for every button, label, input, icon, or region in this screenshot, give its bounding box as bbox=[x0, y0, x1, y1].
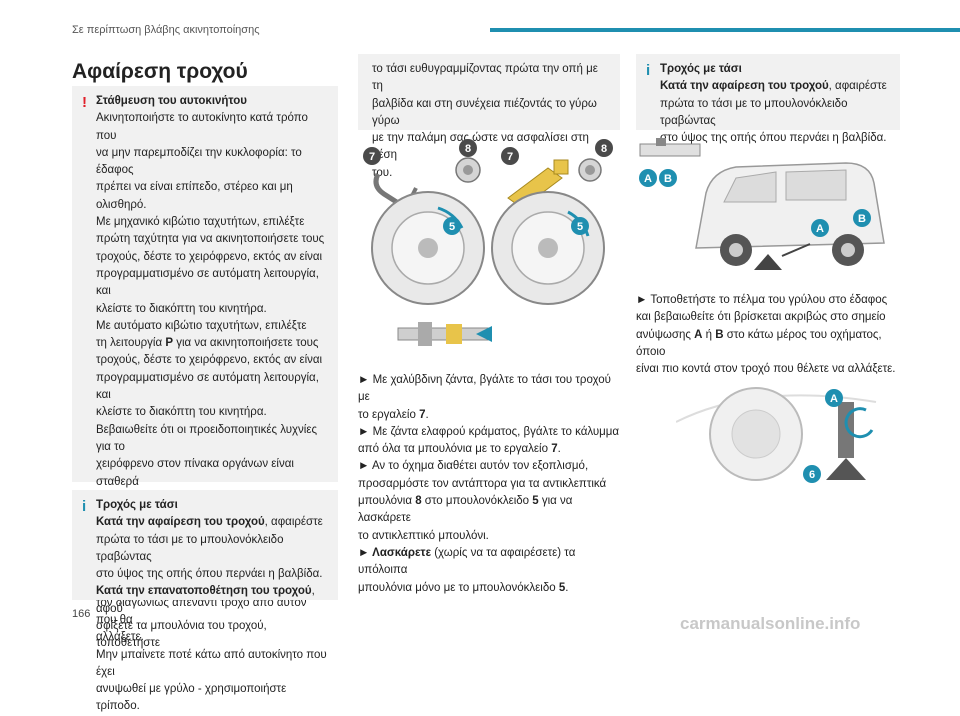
warning-line: πρέπει να είναι επίπεδο, στέρεο και μη ο… bbox=[96, 181, 293, 211]
warning-line: τροχούς, δέστε το χειρόφρενο, εκτός αν ε… bbox=[96, 250, 323, 263]
jack-under-wheel-illustration: A 6 bbox=[676, 387, 877, 483]
svg-text:6: 6 bbox=[809, 469, 815, 481]
info-line: Κατά την αφαίρεση του τροχού, αφαιρέστε bbox=[96, 516, 323, 529]
lug-nut bbox=[455, 157, 481, 183]
info-line: στο ύψος της οπής όπου περνάει η βαλβίδα… bbox=[660, 132, 887, 145]
warning-line: ανυψωθεί με γρύλο - χρησιμοποιήστε τρίπο… bbox=[96, 683, 287, 713]
svg-text:A: A bbox=[644, 173, 652, 185]
warning-line: τροχούς, δέστε το χειρόφρενο, εκτός αν ε… bbox=[96, 354, 323, 367]
label-A: A bbox=[811, 219, 829, 237]
lug-nut bbox=[578, 158, 602, 182]
info-title: Τροχός με τάσι bbox=[660, 63, 742, 75]
svg-text:A: A bbox=[830, 393, 838, 405]
steps-right: ► Τοποθετήστε το πέλμα του γρύλου στο έδ… bbox=[636, 294, 896, 376]
info-line: πρώτα το τάσι με το μπουλονόκλειδο τραβώ… bbox=[660, 97, 848, 127]
warning-line: χειρόφρενο στον πίνακα οργάνων είναι στα… bbox=[96, 458, 294, 488]
svg-text:A: A bbox=[816, 223, 824, 235]
warning-line: κλείστε το διακόπτη του κινητήρα. bbox=[96, 406, 267, 419]
info-line: στο ύψος της οπής όπου περνάει η βαλβίδα… bbox=[96, 568, 323, 581]
label-5: 5 bbox=[443, 217, 461, 235]
info-icon: i bbox=[646, 62, 651, 79]
page-number: 166 bbox=[72, 608, 91, 620]
alloy-wheel bbox=[491, 191, 605, 305]
svg-text:B: B bbox=[664, 173, 672, 185]
label-7: 7 bbox=[501, 147, 519, 165]
warning-line: Με αυτόματο κιβώτιο ταχυτήτων, επιλέξτε bbox=[96, 319, 307, 332]
steps-middle: ► Με χαλύβδινη ζάντα, βγάλτε το τάσι του… bbox=[358, 374, 620, 594]
wheel-tools-illustration: 7 8 7 8 5 5 bbox=[363, 139, 613, 346]
warning-box: ! Στάθμευση του αυτοκινήτου Ακινητοποιήσ… bbox=[72, 86, 338, 712]
svg-text:8: 8 bbox=[465, 143, 471, 155]
watermark: carmanualsonline.info bbox=[680, 614, 861, 633]
jack bbox=[826, 402, 866, 480]
info-box-continued: το τάσι ευθυγραμμίζοντας πρώτα την οπή μ… bbox=[358, 54, 620, 179]
warning-title: Στάθμευση του αυτοκινήτου bbox=[96, 95, 247, 107]
label-7: 7 bbox=[363, 147, 381, 165]
van-jack-points-illustration: A B A B bbox=[639, 138, 885, 270]
svg-text:5: 5 bbox=[449, 221, 455, 233]
warning-line: να μην παρεμποδίζει την κυκλοφορία: το έ… bbox=[96, 146, 302, 177]
info-box-left: i Τροχός με τάσι Κατά την αφαίρεση του τ… bbox=[72, 490, 338, 649]
header-accent-bar bbox=[490, 28, 960, 32]
info-icon: i bbox=[82, 498, 87, 515]
info-line: Κατά την αφαίρεση του τροχού, αφαιρέστε bbox=[660, 80, 887, 93]
warning-line: Ακινητοποιήστε το αυτοκίνητο κατά τρόπο … bbox=[96, 112, 308, 142]
info-title: Τροχός με τάσι bbox=[96, 499, 178, 511]
label-A: A bbox=[825, 389, 843, 407]
info-line: Κατά την επανατοποθέτηση του τροχού, αφο… bbox=[96, 585, 315, 615]
warning-line: κλείστε το διακόπτη του κινητήρα. bbox=[96, 302, 267, 315]
info-line: σφίξετε τα μπουλόνια του τροχού, τοποθετ… bbox=[96, 620, 267, 650]
anti-theft-adapter bbox=[397, 322, 492, 346]
page-title: Αφαίρεση τροχού bbox=[72, 60, 248, 83]
info-line: βαλβίδα και στη συνέχεια πιέζοντάς το γύ… bbox=[372, 97, 597, 127]
svg-text:7: 7 bbox=[369, 151, 375, 163]
label-B: B bbox=[853, 209, 871, 227]
warning-line: πρώτη ταχύτητα για να ακινητοποιήσετε το… bbox=[96, 233, 325, 246]
section-header: Σε περίπτωση βλάβης ακινητοποίησης bbox=[72, 24, 260, 36]
svg-text:B: B bbox=[858, 213, 866, 225]
info-line: το τάσι ευθυγραμμίζοντας πρώτα την οπή μ… bbox=[372, 63, 598, 93]
svg-text:8: 8 bbox=[601, 143, 607, 155]
steel-wheel bbox=[371, 191, 485, 305]
info-line: πρώτα το τάσι με το μπουλονόκλειδο τραβώ… bbox=[96, 533, 284, 563]
warning-line: Βεβαιωθείτε ότι οι προειδοποιητικές λυχν… bbox=[96, 423, 317, 453]
label-B: B bbox=[659, 169, 677, 187]
warning-line: προγραμματισμένο σε αυτόματη λειτουργία,… bbox=[96, 267, 319, 298]
warning-line: τη λειτουργία P για να ακινητοποιήσετε τ… bbox=[96, 337, 319, 350]
info-box-right: i Τροχός με τάσι Κατά την αφαίρεση του τ… bbox=[636, 54, 900, 144]
svg-text:5: 5 bbox=[577, 221, 583, 233]
label-8: 8 bbox=[459, 139, 477, 157]
label-8: 8 bbox=[595, 139, 613, 157]
jack bbox=[754, 243, 811, 270]
label-5: 5 bbox=[571, 217, 589, 235]
van-body bbox=[695, 162, 885, 266]
label-6: 6 bbox=[803, 465, 821, 483]
label-A: A bbox=[639, 169, 657, 187]
warning-line: Με μηχανικό κιβώτιο ταχυτήτων, επιλέξτε bbox=[96, 216, 305, 229]
warning-line: προγραμματισμένο σε αυτόματη λειτουργία,… bbox=[96, 371, 319, 402]
svg-text:7: 7 bbox=[507, 151, 513, 163]
warning-icon: ! bbox=[82, 94, 87, 111]
